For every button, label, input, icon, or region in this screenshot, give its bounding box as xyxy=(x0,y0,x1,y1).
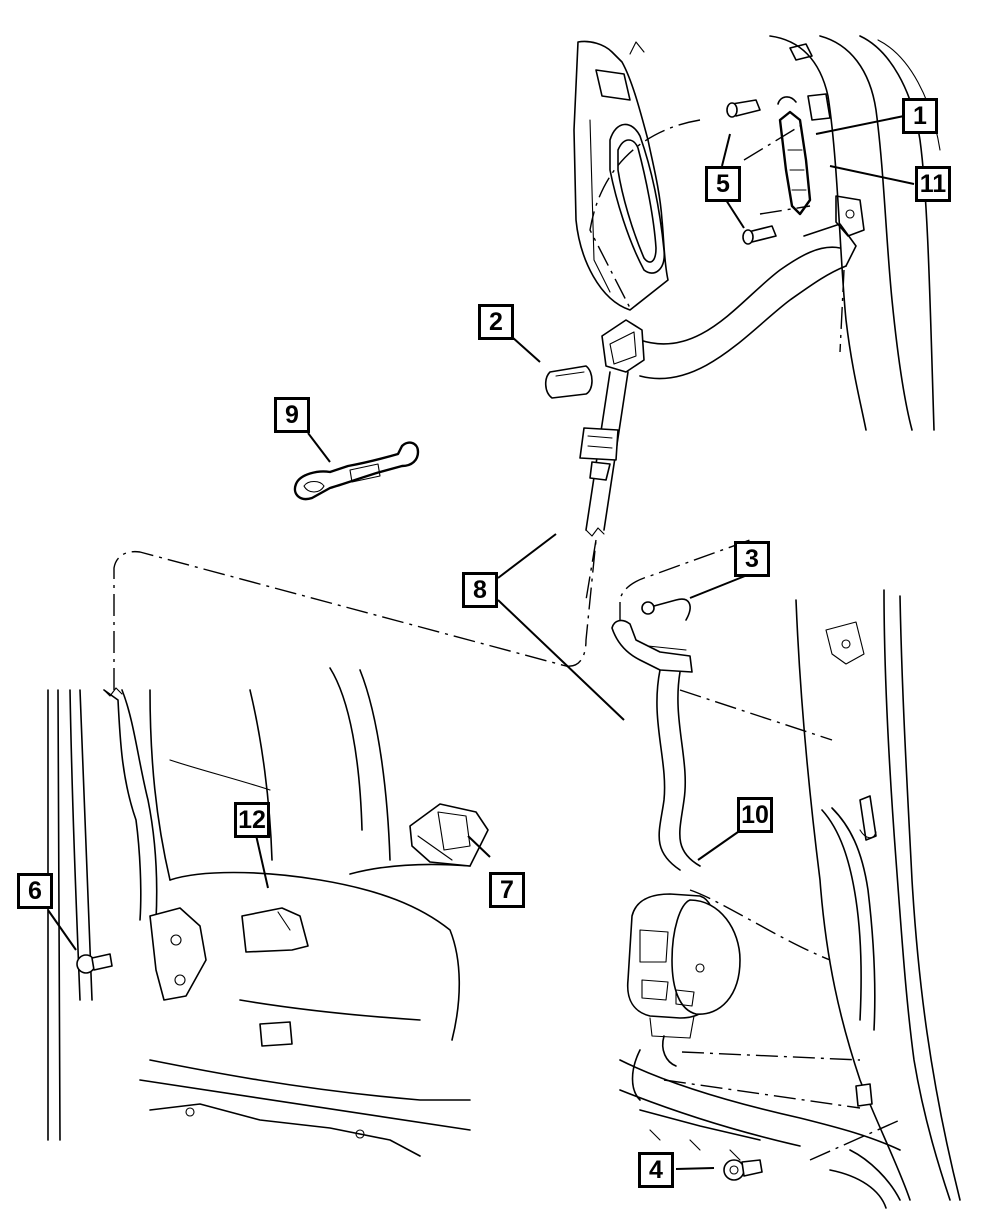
upper-guide-bolt xyxy=(641,598,691,621)
anchor-bolts xyxy=(726,99,777,245)
callout-4: 4 xyxy=(638,1152,674,1188)
callout-6: 6 xyxy=(17,873,53,909)
callout-leaders xyxy=(47,115,915,1170)
callout-10: 10 xyxy=(737,797,773,833)
lower-belt-guide-and-webbing xyxy=(611,619,701,871)
retractor-bolt xyxy=(723,1159,763,1181)
webbing-with-latch xyxy=(579,371,629,537)
callout-8: 8 xyxy=(462,572,498,608)
callout-12: 12 xyxy=(234,802,270,838)
seat-belt-buckle-part xyxy=(293,441,420,501)
body-pillar-upper xyxy=(769,35,941,431)
seat-belt-left-webbing xyxy=(103,687,158,921)
callout-7: 7 xyxy=(489,872,525,908)
shoulder-belt-webbing-upper xyxy=(639,223,857,380)
assembly-dash-lines xyxy=(113,119,901,1161)
seat-back xyxy=(149,667,391,881)
left-anchor-bolt xyxy=(76,953,113,974)
lower-anchor-bracket xyxy=(149,907,309,1001)
height-adjuster xyxy=(777,96,812,216)
callout-2: 2 xyxy=(478,304,514,340)
seat-cushion xyxy=(139,863,471,1157)
body-pillar-lower xyxy=(795,589,961,1201)
callout-11: 11 xyxy=(915,166,951,202)
callout-5: 5 xyxy=(705,166,741,202)
d-ring-turning-loop xyxy=(544,319,645,399)
door-frame-left xyxy=(47,689,93,1141)
callout-3: 3 xyxy=(734,541,770,577)
callout-9: 9 xyxy=(274,397,310,433)
callout-1: 1 xyxy=(902,98,938,134)
retractor xyxy=(626,893,741,1101)
b-pillar-trim-panel xyxy=(573,40,669,311)
floor-sill-right xyxy=(619,1059,901,1209)
seat-buckle-item-7 xyxy=(409,803,489,867)
